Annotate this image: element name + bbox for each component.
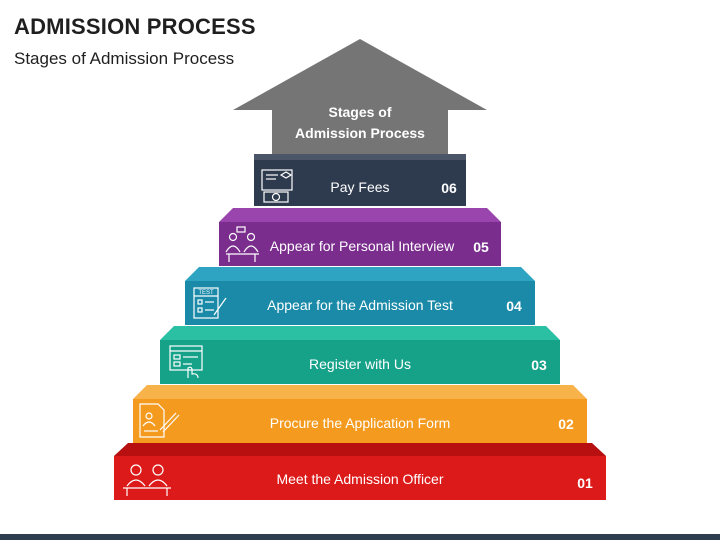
step-top	[114, 443, 606, 456]
step-label: Pay Fees	[330, 179, 389, 195]
register-form-icon	[169, 345, 203, 378]
arrow-label-line2: Admission Process	[295, 125, 425, 141]
interview-icon	[225, 226, 259, 262]
step-number: 01	[577, 475, 593, 491]
step-face	[114, 456, 606, 500]
step-face	[185, 281, 535, 325]
step-number: 04	[506, 298, 522, 314]
step-label: Procure the Application Form	[270, 415, 451, 431]
step-face	[160, 340, 560, 384]
step-04: TEST Appear for the Admission Test 04	[185, 267, 535, 325]
arrow-label-line1: Stages of	[328, 104, 391, 120]
fees-certificate-icon	[261, 169, 293, 203]
step-top	[185, 267, 535, 281]
step-label: Appear for Personal Interview	[270, 238, 455, 254]
step-top	[160, 326, 560, 340]
step-label: Register with Us	[309, 356, 411, 372]
step-face	[254, 160, 466, 206]
test-icon-text: TEST	[198, 290, 214, 296]
step-label: Appear for the Admission Test	[267, 297, 453, 313]
step-face	[133, 399, 587, 443]
application-form-icon	[139, 403, 180, 438]
arrow-head	[233, 39, 487, 110]
stages-arrow: Stages of Admission Process	[233, 39, 487, 156]
step-01: Meet the Admission Officer 01	[114, 443, 606, 500]
step-number: 02	[558, 416, 574, 432]
step-label: Meet the Admission Officer	[276, 471, 443, 487]
step-05: Appear for Personal Interview 05	[219, 208, 501, 266]
page-title: ADMISSION PROCESS	[14, 14, 256, 39]
test-icon	[193, 287, 227, 319]
admission-officer-icon	[123, 464, 171, 496]
step-03: Register with Us 03	[160, 326, 560, 384]
step-face	[219, 222, 501, 266]
step-top	[133, 385, 587, 399]
bottom-accent-bar	[0, 534, 720, 540]
step-02: Procure the Application Form 02	[133, 385, 587, 443]
arrow-shaft	[272, 109, 448, 156]
step-06: Pay Fees 06	[254, 154, 466, 206]
step-number: 05	[473, 239, 489, 255]
step-number: 06	[441, 180, 457, 196]
step-top	[254, 154, 466, 160]
step-top	[219, 208, 501, 222]
page-subtitle: Stages of Admission Process	[14, 49, 235, 68]
step-number: 03	[531, 357, 547, 373]
